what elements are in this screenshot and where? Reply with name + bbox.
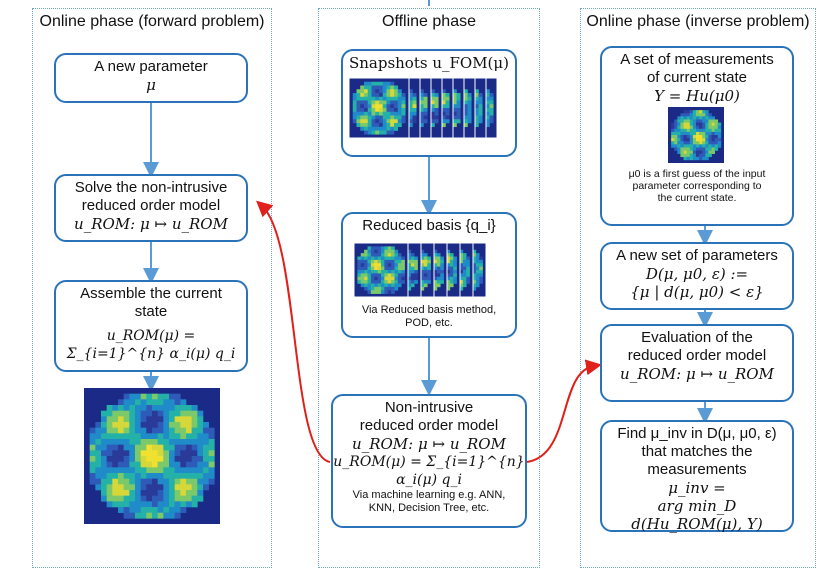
measurements-box: A set of measurements of current state Y… (600, 46, 794, 226)
solve-rom-line2: reduced order model (81, 197, 221, 214)
nirom-formula: u_ROM(μ) = Σ_{i=1}^{n} α_i(μ) q_i (333, 454, 525, 488)
find-line4: μ_inv = (668, 479, 726, 497)
nirom-note2: KNN, Decision Tree, etc. (368, 502, 490, 514)
find-line1: Find μ_inv in D(μ, μ0, ε) (617, 425, 777, 442)
new-parameter-text: A new parameter (94, 58, 208, 75)
reduced-basis-note2: POD, etc. (405, 317, 453, 329)
find-line2: that matches the (641, 443, 753, 460)
assemble-state-box: Assemble the current state u_ROM(μ) = Σ_… (54, 280, 248, 372)
nirom-line1: Non-intrusive (384, 399, 474, 416)
measurements-note3: the current state. (657, 192, 737, 204)
basis-stack-image (353, 242, 487, 298)
measurements-formula: Y = Hu(μ0) (654, 87, 740, 105)
evaluation-line2: reduced order model (627, 347, 767, 364)
snapshots-label: Snapshots u_FOM(μ) (348, 54, 510, 72)
reduced-basis-note1: Via Reduced basis method, (361, 304, 497, 316)
param-set-line2: D(μ, μ0, ε) := (645, 265, 749, 283)
measurements-note1: μ0 is a first guess of the input (628, 168, 766, 180)
measurements-line2: of current state (646, 69, 748, 86)
reduced-basis-label: Reduced basis {q_i} (362, 217, 496, 234)
find-line3: measurements (647, 461, 747, 478)
measurement-field-image (668, 107, 724, 163)
evaluation-line1: Evaluation of the (641, 329, 753, 346)
param-set-line1: A new set of parameters (616, 247, 778, 264)
nirom-line2: reduced order model (359, 417, 499, 434)
nirom-note1: Via machine learning e.g. ANN, (352, 489, 506, 501)
find-line5: arg min_D d(Hu_ROM(μ), Y) (631, 497, 763, 533)
assemble-line1: Assemble the current (80, 285, 222, 302)
assemble-line2: state (134, 303, 168, 320)
mu-symbol: μ (146, 76, 156, 94)
evaluation-formula: u_ROM: μ ↦ u_ROM (620, 365, 774, 383)
panel-title-inverse: Online phase (inverse problem) (586, 13, 810, 30)
current-state-field-image (84, 388, 220, 524)
non-intrusive-rom-box: Non-intrusive reduced order model u_ROM:… (331, 394, 527, 528)
reduced-basis-box: Reduced basis {q_i} Via Reduced basis me… (341, 212, 517, 338)
assemble-formula: u_ROM(μ) = Σ_{i=1}^{n} α_i(μ) q_i (66, 328, 236, 362)
solve-rom-formula: u_ROM: μ ↦ u_ROM (74, 215, 228, 233)
panel-title-forward: Online phase (forward problem) (39, 13, 265, 30)
measurements-line1: A set of measurements (620, 51, 774, 68)
solve-rom-line1: Solve the non-intrusive (74, 179, 228, 196)
find-mu-inv-box: Find μ_inv in D(μ, μ0, ε) that matches t… (600, 420, 794, 533)
panel-title-offline: Offline phase (382, 13, 476, 30)
field-heatmap (84, 388, 220, 524)
snapshots-box: Snapshots u_FOM(μ) (341, 49, 517, 157)
param-set-line3: {μ | d(μ, μ0) < ε} (630, 283, 764, 301)
nirom-map: u_ROM: μ ↦ u_ROM (352, 435, 506, 453)
measurements-note2: parameter corresponding to (632, 180, 762, 192)
new-parameter-box: A new parameter μ (54, 53, 248, 103)
solve-rom-box: Solve the non-intrusive reduced order mo… (54, 174, 248, 242)
new-parameter-set-box: A new set of parameters D(μ, μ0, ε) := {… (600, 242, 794, 310)
snapshots-stack-image (348, 77, 498, 139)
evaluation-box: Evaluation of the reduced order model u_… (600, 324, 794, 402)
